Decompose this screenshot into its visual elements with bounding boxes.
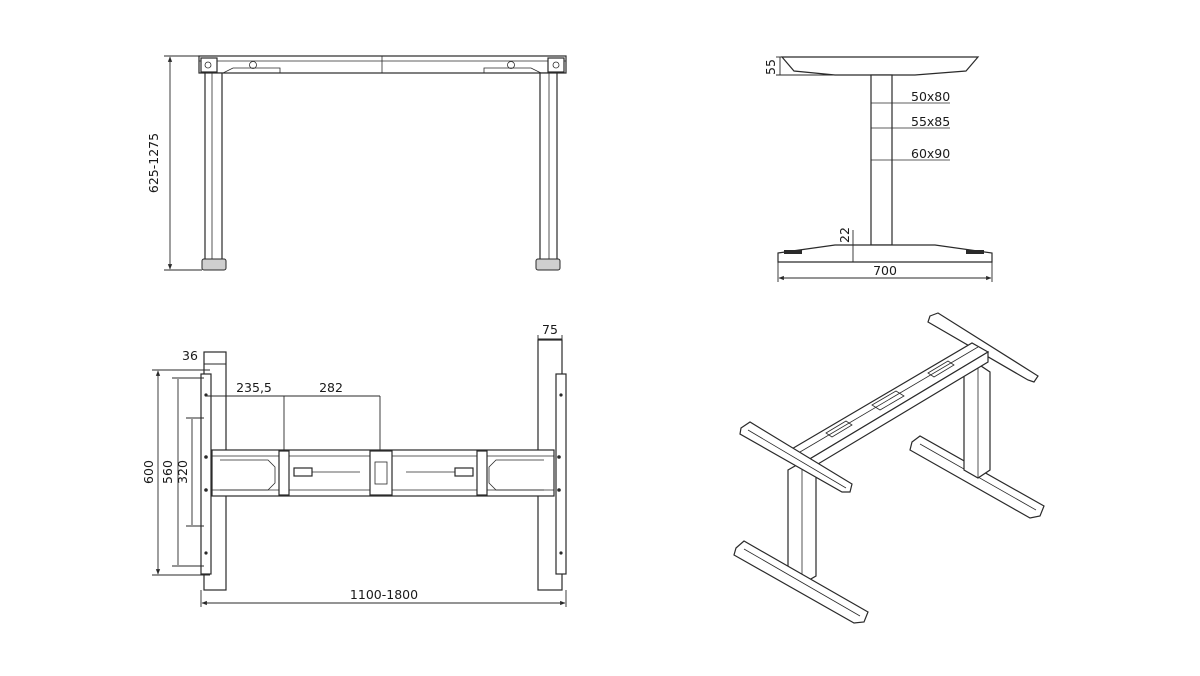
isometric-view [733,312,1045,624]
center-offset-label: 282 [319,380,343,395]
column-size-label-2: 55x85 [911,114,950,129]
hole-span-label: 560 [160,460,175,484]
leg-depth-label: 36 [182,348,198,363]
bracket-width-label: 75 [542,322,558,337]
front-view: 625-1275 [146,55,567,271]
depth-label: 700 [873,263,897,278]
height-range-label: 625-1275 [146,133,161,193]
bracket-length-label: 600 [141,460,156,484]
top-view: 75 36 235,5 282 600 560 320 1100-1800 [141,322,567,607]
column-size-label-3: 60x90 [911,146,950,161]
top-thickness-label: 55 [763,59,778,75]
foot-height-label: 22 [837,227,852,243]
motor-offset-label: 235,5 [236,380,272,395]
side-view: 50x80 55x85 60x90 55 22 700 [763,56,993,282]
width-range-label: 1100-1800 [350,587,418,602]
column-size-label-1: 50x80 [911,89,950,104]
inner-hole-span-label: 320 [175,460,190,484]
